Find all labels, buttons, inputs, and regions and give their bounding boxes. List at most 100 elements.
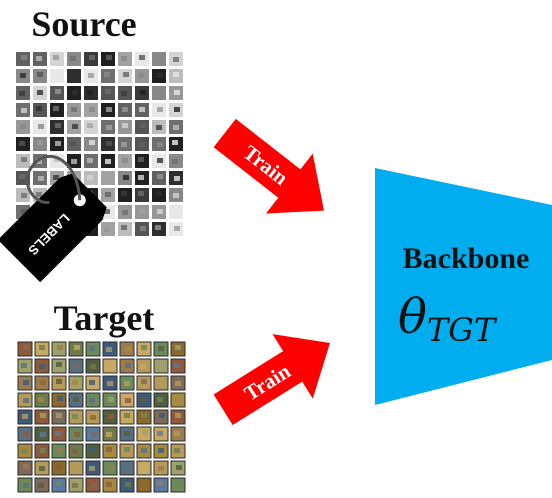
thumbnail-detail [23, 398, 29, 403]
thumbnail-detail [158, 364, 164, 369]
thumbnail-detail [73, 363, 79, 368]
thumbnail-detail [124, 413, 130, 418]
thumbnail-detail [89, 398, 95, 403]
thumbnail-detail [38, 397, 44, 402]
thumbnail-detail [159, 413, 165, 418]
thumbnail-detail [72, 449, 78, 454]
thumbnail-detail [122, 210, 128, 215]
thumbnail-detail [173, 125, 179, 130]
thumbnail-detail [106, 125, 112, 130]
thumbnail-detail [106, 347, 112, 352]
thumbnail-detail [121, 191, 127, 196]
thumbnail-detail [40, 432, 46, 437]
thumbnail-detail [54, 157, 60, 162]
thumbnail-detail [90, 447, 96, 452]
thumbnail-detail [105, 192, 111, 197]
thumbnail-detail [157, 174, 163, 179]
thumbnail-detail [89, 140, 95, 145]
thumbnail-detail [57, 396, 63, 401]
thumbnail-detail [172, 210, 178, 215]
target-image-grid [17, 341, 186, 493]
thumbnail-detail [104, 227, 110, 232]
thumbnail-detail [72, 483, 78, 488]
thumbnail-detail [121, 56, 127, 61]
thumbnail-detail [174, 176, 180, 181]
thumbnail-detail [139, 142, 145, 147]
backbone-parameter-symbol: θ [398, 289, 427, 345]
thumbnail-detail [89, 466, 95, 471]
thumbnail-detail [23, 432, 29, 437]
thumbnail-detail [23, 483, 29, 488]
thumbnail-detail [157, 397, 163, 402]
thumbnail-detail [56, 413, 62, 418]
thumbnail-detail [108, 414, 114, 419]
thumbnail-detail [124, 431, 130, 436]
thumbnail-detail [19, 91, 25, 96]
thumbnail-detail [106, 141, 112, 146]
thumbnail-detail [39, 466, 45, 471]
thumbnail-detail [156, 125, 162, 130]
thumbnail-detail [88, 73, 94, 78]
thumbnail-detail [87, 175, 93, 180]
thumbnail-detail [140, 364, 146, 369]
thumbnail-detail [72, 90, 78, 95]
thumbnail-detail [175, 413, 181, 418]
thumbnail-detail [104, 72, 110, 77]
thumbnail-detail [173, 57, 179, 62]
backbone-parameter-subscript: TGT [427, 311, 498, 349]
thumbnail-detail [107, 381, 113, 386]
thumbnail-detail [173, 193, 179, 198]
thumbnail-detail [141, 345, 147, 350]
train-arrow-top: Train [213, 118, 325, 214]
thumbnail-detail [175, 345, 181, 350]
target-title: Target [54, 298, 155, 338]
thumbnail-detail [40, 448, 46, 453]
thumbnail-detail [158, 346, 164, 351]
thumbnail-detail [121, 142, 127, 147]
thumbnail-detail [71, 159, 77, 164]
thumbnail-detail [70, 141, 76, 146]
thumbnail-detail [140, 90, 146, 95]
thumbnail-detail [124, 381, 130, 386]
thumbnail-detail [74, 432, 80, 437]
thumbnail-detail [155, 90, 161, 95]
thumbnail-detail [122, 123, 128, 128]
thumbnail-detail [172, 159, 178, 164]
thumbnail-detail [36, 192, 42, 197]
thumbnail-detail [57, 448, 63, 453]
thumbnail-detail [157, 209, 163, 214]
thumbnail-detail [55, 123, 61, 128]
backbone-block [375, 168, 552, 405]
thumbnail-detail [106, 107, 112, 112]
thumbnail-detail [36, 56, 42, 61]
thumbnail-detail [140, 398, 146, 403]
thumbnail-detail [157, 481, 163, 486]
thumbnail-detail [55, 465, 61, 470]
thumbnail-detail [37, 140, 43, 145]
thumbnail-detail [106, 55, 112, 60]
thumbnail-detail [57, 345, 63, 350]
thumbnail-detail [20, 124, 26, 129]
thumbnail-detail [158, 448, 164, 453]
thumbnail-detail [174, 226, 180, 231]
thumbnail-detail [157, 107, 163, 112]
thumbnail-detail [89, 346, 95, 351]
thumbnail-detail [38, 124, 44, 129]
thumbnail-detail [124, 447, 130, 452]
thumbnail-detail [40, 380, 46, 385]
thumbnail-detail [90, 415, 96, 420]
thumbnail-detail [173, 72, 179, 77]
thumbnail-detail [157, 142, 163, 147]
thumbnail-detail [53, 55, 59, 60]
labels-tag-string [25, 154, 82, 204]
thumbnail-detail [176, 465, 182, 470]
thumbnail-detail [38, 483, 44, 488]
thumbnail-detail [73, 465, 79, 470]
thumbnail-detail [21, 108, 27, 113]
thumbnail-detail [104, 209, 110, 214]
thumbnail-detail [36, 106, 42, 111]
thumbnail-detail [39, 345, 45, 350]
thumbnail-detail [71, 107, 77, 112]
thumbnail-detail [40, 413, 46, 418]
thumbnail-detail [73, 397, 79, 402]
